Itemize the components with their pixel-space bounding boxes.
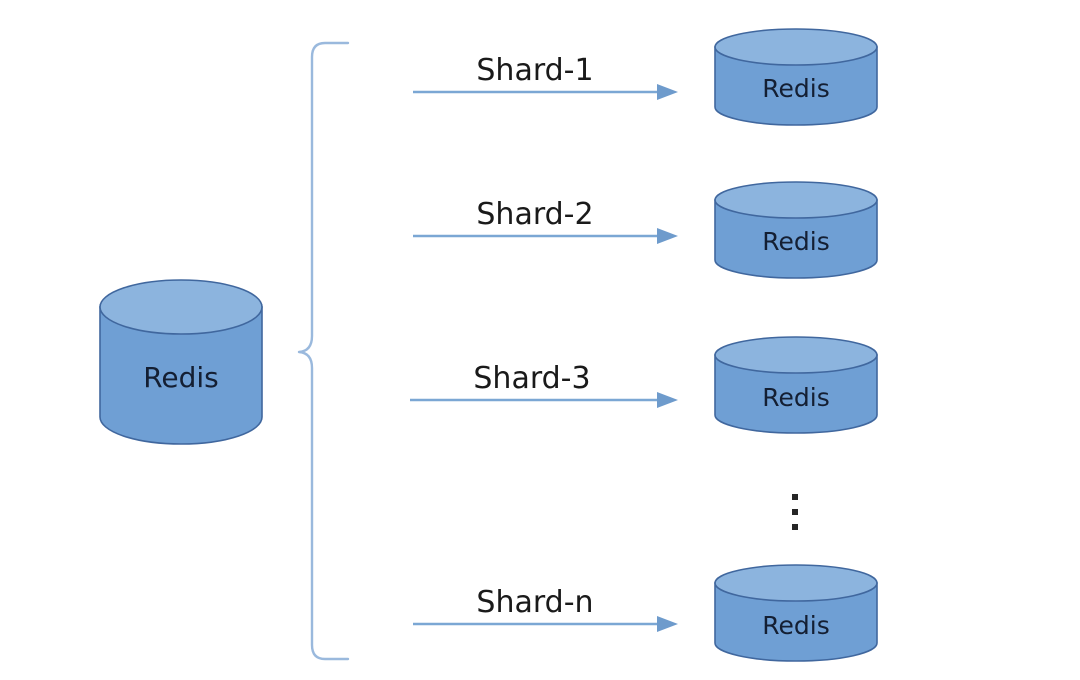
arrow-head-icon (657, 228, 678, 244)
source-cylinder-body (99, 306, 263, 445)
arrow-head-icon (657, 84, 678, 100)
grouping-brace (297, 41, 350, 661)
shard-redis-cylinder-1[interactable]: Redis (714, 28, 878, 126)
vertical-ellipsis-icon (792, 494, 798, 530)
shard-cylinder-top-1 (714, 28, 878, 66)
shard-cylinder-top-n (714, 564, 878, 602)
shard-cylinder-top-3 (714, 336, 878, 374)
shard-arrow-label-n: Shard-n (476, 585, 593, 620)
shard-row-3: Shard-3 Redis (410, 336, 878, 434)
shard-redis-cylinder-n[interactable]: Redis (714, 564, 878, 662)
shard-cylinder-body-n (714, 582, 878, 662)
shard-cylinder-body-1 (714, 46, 878, 126)
shard-cylinder-top-2 (714, 181, 878, 219)
shard-arrow-1 (413, 84, 678, 100)
shard-row-2: Shard-2 Redis (413, 181, 878, 279)
source-cylinder-top (99, 279, 263, 335)
shard-arrow-2 (413, 228, 678, 244)
source-redis-cylinder[interactable]: Redis (99, 279, 263, 445)
shard-row-n: Shard-n Redis (413, 564, 878, 662)
arrow-head-icon (657, 616, 678, 632)
shard-row-1: Shard-1 Redis (413, 28, 878, 126)
shard-cylinder-body-3 (714, 354, 878, 434)
shard-cylinder-label-n: Redis (762, 611, 829, 640)
shard-cylinder-label-3: Redis (762, 383, 829, 412)
shard-arrow-label-2: Shard-2 (476, 197, 593, 232)
shard-cylinder-label-2: Redis (762, 227, 829, 256)
shard-arrow-n (413, 616, 678, 632)
shard-arrow-label-1: Shard-1 (476, 53, 593, 88)
shard-arrow-label-3: Shard-3 (473, 361, 590, 396)
shard-redis-cylinder-2[interactable]: Redis (714, 181, 878, 279)
shard-cylinder-label-1: Redis (762, 74, 829, 103)
arrow-head-icon (657, 392, 678, 408)
shard-arrow-3 (410, 392, 678, 408)
shard-cylinder-body-2 (714, 199, 878, 279)
source-cylinder-label: Redis (143, 361, 219, 394)
shard-redis-cylinder-3[interactable]: Redis (714, 336, 878, 434)
